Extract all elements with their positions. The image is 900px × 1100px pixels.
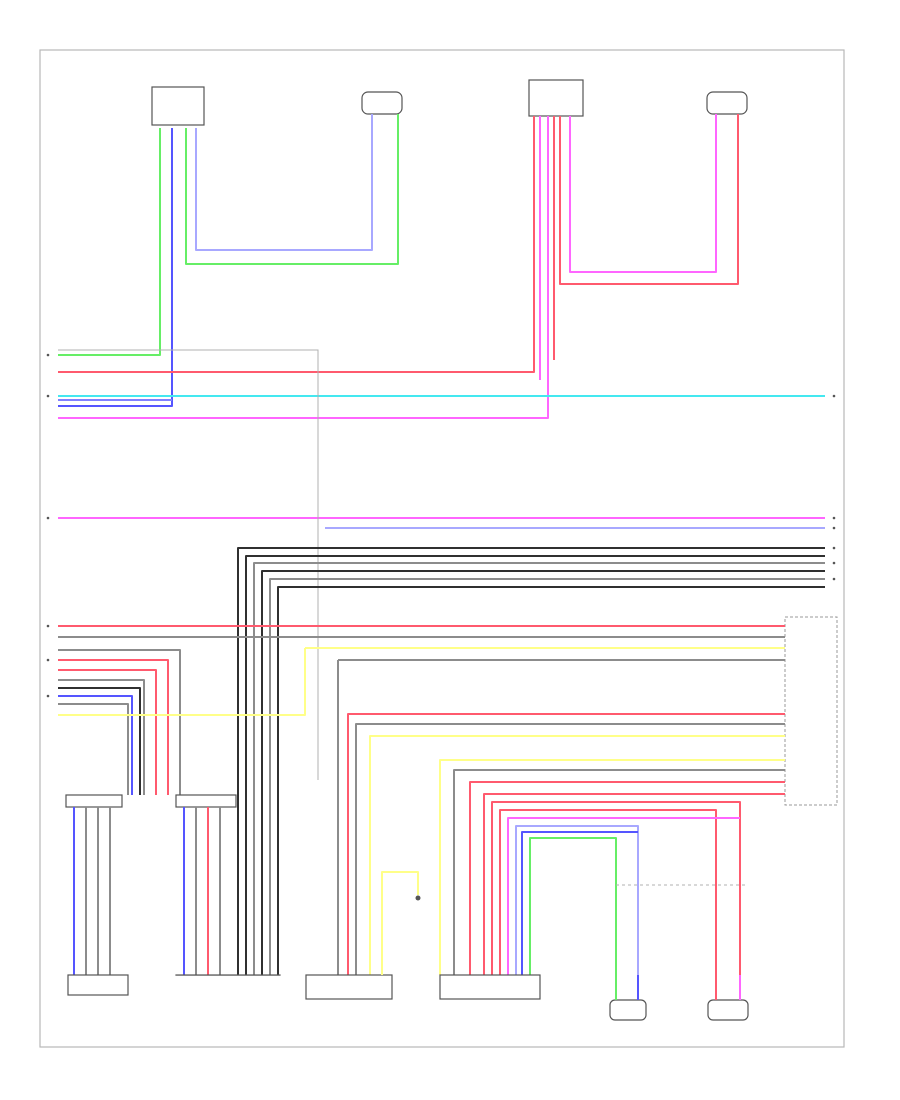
right-rear-speaker	[609, 975, 647, 1021]
left-rear-speaker	[707, 975, 749, 1021]
amplifier-connector	[305, 974, 393, 1000]
right-tweeter-top	[151, 86, 205, 126]
woofer-connector	[381, 871, 421, 975]
pink-wire	[58, 116, 549, 419]
radio-unit	[784, 616, 838, 806]
diagram-frame	[39, 49, 845, 1048]
left-front-speaker	[706, 91, 748, 115]
radio-wiring	[58, 625, 785, 975]
blue-wire	[58, 128, 173, 407]
rear-amp-connector	[439, 974, 541, 1000]
left-tweeter-top	[528, 79, 584, 117]
green-wire	[58, 128, 161, 356]
red-wire	[58, 116, 535, 373]
edge-terminals	[46, 353, 836, 698]
right-front-speaker	[361, 91, 403, 115]
harness-bundle	[237, 547, 825, 975]
left-connector-box-2	[175, 794, 281, 976]
left-connector-box-1	[65, 794, 129, 996]
front-speaker-wiring	[58, 114, 739, 419]
